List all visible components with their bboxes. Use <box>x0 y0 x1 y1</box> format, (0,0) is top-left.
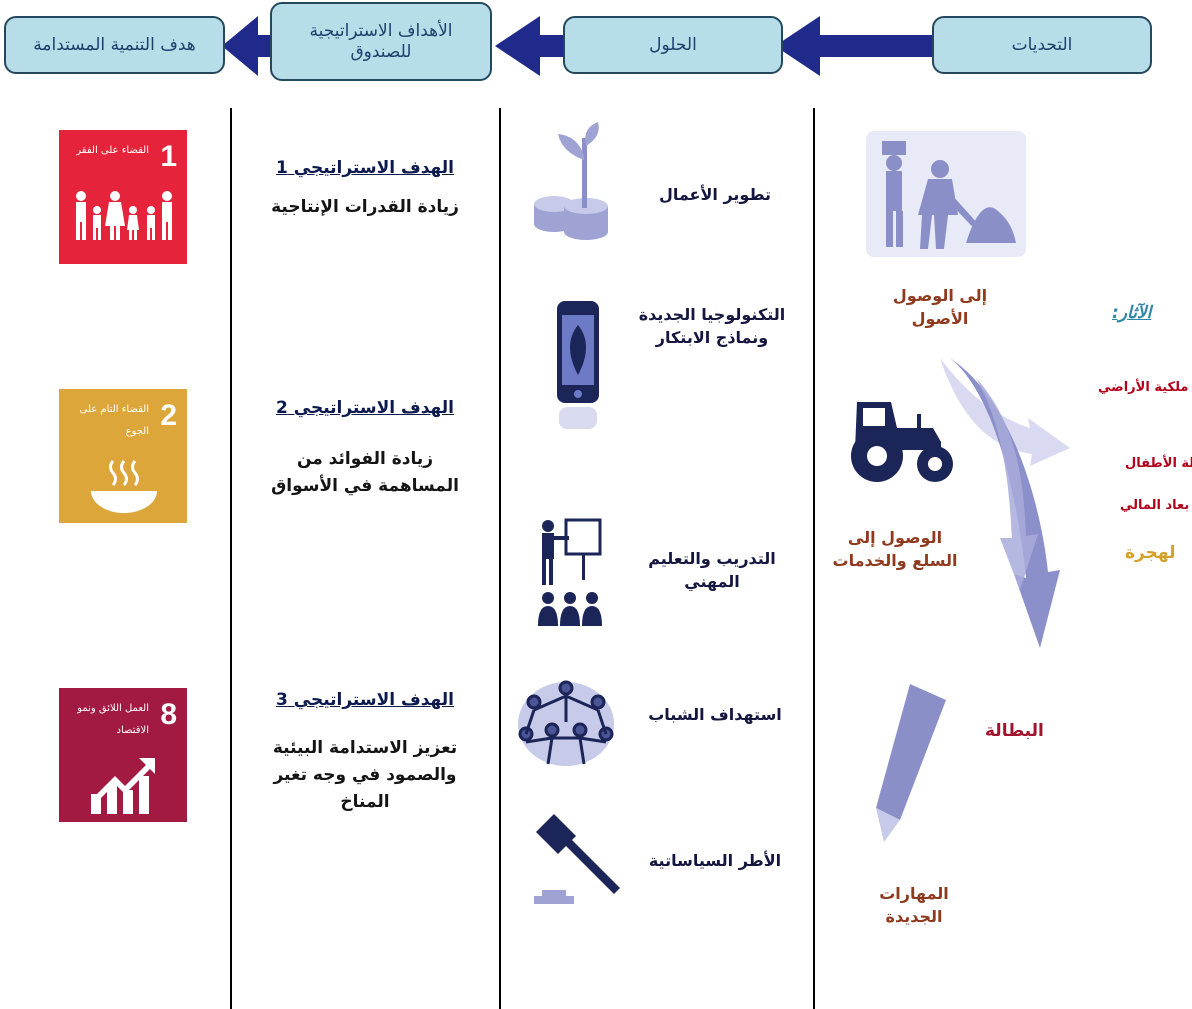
workers-digging-icon <box>866 131 1026 257</box>
solution-targeting-youth: استهداف الشباب <box>648 705 782 724</box>
header-solutions: الحلول <box>563 16 783 74</box>
arrow-challenges-to-solutions <box>775 16 935 76</box>
header-challenges: التحديات <box>932 16 1152 74</box>
solution-new-technology: التكنولوجيا الجديدة ونماذج الابتكار <box>638 305 786 348</box>
challenge-access-to-goods-services: الوصول إلى السلع والخدمات <box>832 528 958 571</box>
strategic-goal-3-text: تعزيز الاستدامة البيئية والصمود في وجه ت… <box>272 738 458 813</box>
column-divider <box>230 108 232 1009</box>
smartphone-leaf-icon <box>557 301 599 429</box>
impact-migration: لهجرة <box>1125 543 1176 563</box>
challenge-access-to-assets: إلى الوصول الأصول <box>892 286 988 329</box>
strategic-goal-2-text: زيادة الفوائد من المساهمة في الأسواق <box>271 449 459 497</box>
header-sdg-goal: هدف التنمية المستدامة <box>4 16 225 74</box>
impacts-heading: الآثار: <box>1112 303 1152 323</box>
solution-business-development: تطوير الأعمال <box>658 185 772 204</box>
gavel-icon <box>534 814 620 904</box>
column-divider <box>813 108 815 1009</box>
solution-vocational-training: التدريب والتعليم المهني <box>648 549 776 592</box>
sdg-8-label: العمل اللائق ونمو الاقتصاد <box>77 703 149 736</box>
arrow-solutions-to-goals <box>495 16 563 76</box>
strategic-goal-3-title: الهدف الاستراتيجي 3 <box>275 690 454 710</box>
strategic-goal-2-title: الهدف الاستراتيجي 2 <box>275 398 454 418</box>
impact-financial-exclusion: بعاد المالي <box>1120 498 1190 513</box>
tractor-icon <box>851 402 953 482</box>
youth-circle-icon <box>518 680 614 766</box>
bowl-icon <box>91 460 157 513</box>
arrow-goals-to-sdg <box>222 16 272 76</box>
impact-flow-arrows <box>940 358 1070 648</box>
sdg-2-label: القضاء التام على الجوع <box>79 404 149 437</box>
strategic-goal-1-text: زيادة القدرات الإنتاجية <box>271 197 459 217</box>
sdg-tile-2: 2 القضاء التام على الجوع <box>59 389 187 523</box>
sdg-tile-8: 8 العمل اللائق ونمو الاقتصاد <box>59 688 187 822</box>
family-icon <box>76 191 172 240</box>
pencil-icon <box>876 684 946 842</box>
challenge-new-skills: المهارات الجديدة <box>879 884 949 927</box>
plant-coins-icon <box>534 122 608 240</box>
impact-unemployment: البطالة <box>985 721 1044 741</box>
growth-chart-icon <box>91 758 155 814</box>
impact-land-ownership: ملكية الأراضي <box>1098 380 1189 395</box>
solution-policy-frameworks: الأطر السياساتية <box>648 851 782 870</box>
sdg-tile-1: 1 القضاء على الفقر <box>59 130 187 264</box>
impact-child-labour: لة الأطفال <box>1125 456 1192 471</box>
strategic-goal-1-title: الهدف الاستراتيجي 1 <box>275 158 454 178</box>
header-strategic-goals: الأهداف الاستراتيجية للصندوق <box>270 2 492 81</box>
column-divider <box>499 108 501 1009</box>
training-audience-icon <box>538 518 602 626</box>
header-arrows <box>222 16 935 76</box>
